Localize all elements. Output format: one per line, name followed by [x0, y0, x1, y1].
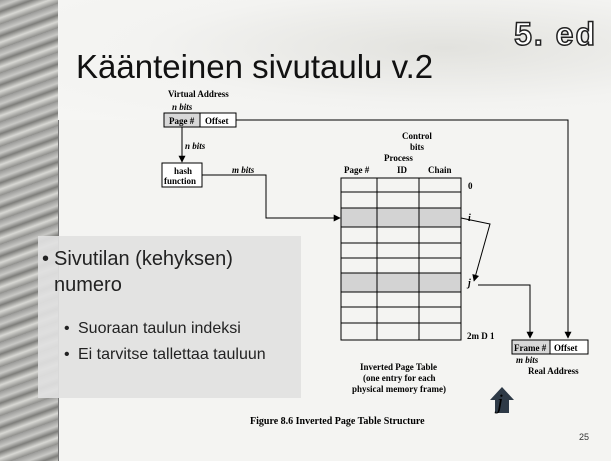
table-row-i-highlight	[341, 208, 461, 227]
offset-arrow	[236, 119, 572, 339]
main-bullet: • Sivutilan (kehyksen) numero	[42, 246, 294, 298]
n-bits-mid-label: n bits	[185, 141, 206, 151]
hash-label-line1: hash	[174, 166, 192, 176]
decorative-background	[58, 0, 611, 120]
row-j-label: j	[466, 278, 471, 289]
column-page-label: Page #	[344, 165, 370, 175]
slide-title: Käänteinen sivutaulu v.2	[76, 48, 434, 85]
table-caption-line3: physical memory frame)	[352, 384, 446, 394]
frame-number-label: Frame #	[514, 343, 547, 353]
table-row-j-highlight	[341, 273, 461, 292]
main-bullet-text: Sivutilan (kehyksen) numero	[54, 248, 233, 296]
sub-bullet-text: Suoraan taulun indeksi	[78, 320, 241, 337]
real-address-label: Real Address	[528, 366, 579, 376]
frame-arrow	[478, 284, 534, 339]
j-marker-label: j	[497, 389, 504, 414]
m-bits-frame-label: m bits	[516, 355, 539, 365]
control-label-line2: bits	[410, 142, 425, 152]
bullet-box: • Sivutilan (kehyksen) numero • Suoraan …	[38, 236, 301, 398]
inverted-page-table	[340, 177, 462, 341]
n-bits-top-label: n bits	[172, 102, 193, 112]
process-label: Process	[384, 153, 413, 163]
hash-label-line2: function	[164, 176, 196, 186]
figure-caption: Figure 8.6 Inverted Page Table Structure	[250, 416, 425, 427]
real-offset-label: Offset	[554, 343, 578, 353]
page-number: 25	[578, 432, 589, 442]
table-caption-line2: (one entry for each	[363, 373, 436, 383]
row-last-label: 2m D 1	[467, 331, 495, 341]
table-outline	[340, 177, 462, 341]
decorative-side-strip	[0, 0, 59, 461]
offset-label: Offset	[205, 116, 229, 126]
real-offset-field	[549, 339, 589, 355]
chapter-label: 5. ed	[513, 15, 597, 53]
column-id-label: ID	[397, 165, 408, 175]
row-zero-label: 0	[468, 181, 473, 191]
bullet-dot-icon: •	[42, 248, 50, 270]
sub-bullet-text: Ei tarvitse tallettaa tauluun	[78, 346, 266, 363]
sub-bullet: • Suoraan taulun indeksi	[64, 318, 293, 339]
virtual-address-label: Virtual Address	[168, 89, 229, 99]
up-arrow-icon	[490, 387, 514, 413]
column-chain-label: Chain	[428, 165, 452, 175]
chain-arrow	[460, 217, 491, 282]
m-bits-hash-label: m bits	[232, 165, 255, 175]
bullet-dot-icon: •	[64, 320, 70, 337]
sub-bullet: • Ei tarvitse tallettaa tauluun	[64, 344, 293, 365]
bullet-dot-icon: •	[64, 346, 70, 363]
hash-to-table-arrow	[202, 174, 341, 222]
page-number-label: Page #	[169, 116, 195, 126]
row-i-label: i	[468, 213, 471, 224]
control-label-line1: Control	[402, 131, 432, 141]
table-caption-line1: Inverted Page Table	[360, 362, 437, 372]
hash-function-box	[161, 162, 203, 188]
